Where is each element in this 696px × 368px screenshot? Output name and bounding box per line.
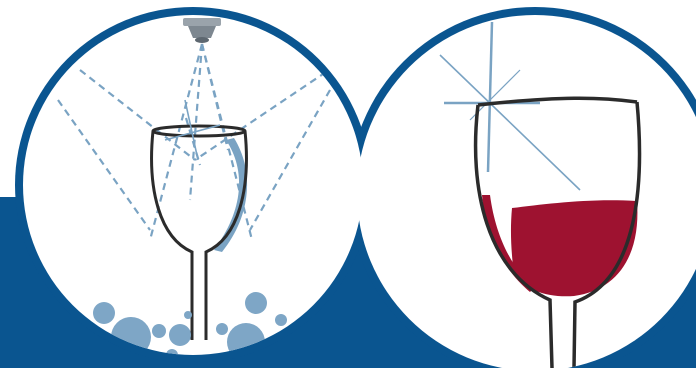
count-label: +2000 [306,196,416,229]
